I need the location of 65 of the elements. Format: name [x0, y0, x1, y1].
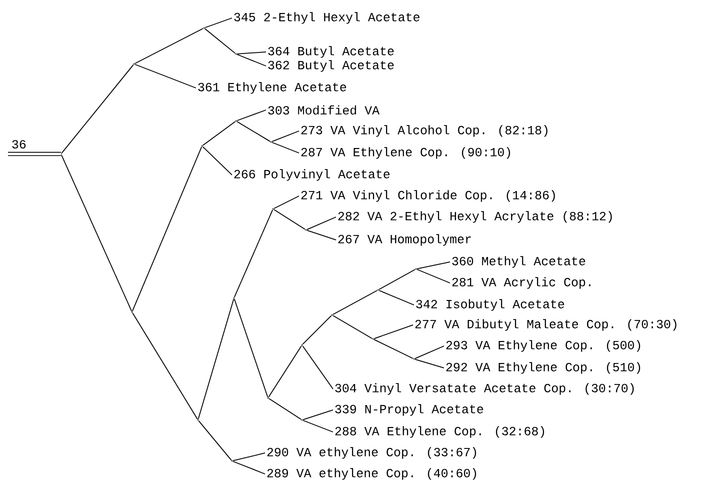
- branch-line: [232, 460, 266, 474]
- leaf-label: 304 Vinyl Versatate Acetate Cop. (30:70): [335, 383, 634, 395]
- leaf-label: 273 VA Vinyl Alcohol Cop. (82:18): [301, 125, 548, 137]
- leaf-label: 267 VA Homopolymer: [338, 234, 471, 246]
- leaf-label: 345 2-Ethyl Hexyl Acetate: [234, 12, 420, 24]
- branch-line: [302, 420, 334, 432]
- branch-line: [268, 345, 302, 398]
- branch-line: [416, 262, 450, 270]
- leaf-label: 361 Ethylene Acetate: [198, 82, 346, 94]
- branch-line: [414, 358, 444, 368]
- branch-line: [236, 54, 266, 66]
- branch-line: [204, 28, 236, 54]
- branch-line: [378, 290, 414, 306]
- branch-line: [268, 398, 302, 420]
- leaf-label: 360 Methyl Acetate: [452, 256, 586, 268]
- leaf-label: 290 VA ethylene Cop. (33:67): [267, 447, 476, 459]
- branch-line: [204, 18, 232, 28]
- branch-line: [232, 452, 266, 462]
- branch-line: [416, 268, 450, 284]
- branch-line: [374, 324, 414, 340]
- branch-line: [132, 312, 198, 420]
- branch-line: [234, 210, 274, 298]
- branch-line: [134, 64, 196, 88]
- branch-line: [302, 410, 334, 420]
- branch-line: [234, 298, 268, 398]
- branch-line: [302, 315, 332, 345]
- branch-line: [414, 346, 444, 360]
- leaf-label: 339 N-Propyl Acetate: [335, 404, 484, 416]
- branch-line: [306, 230, 336, 240]
- leaf-label: 292 VA Ethylene Cop. (510): [446, 362, 640, 374]
- leaf-label: 342 Isobutyl Acetate: [416, 299, 564, 311]
- leaf-label: 281 VA Acrylic Cop.: [452, 277, 590, 289]
- cluster-number: 36: [12, 140, 26, 149]
- branch-line: [236, 110, 266, 122]
- branch-line: [236, 121, 271, 142]
- branch-line: [272, 142, 300, 154]
- branch-line: [332, 315, 373, 339]
- leaf-label: 266 Polyvinyl Acetate: [234, 169, 390, 181]
- branch-line: [198, 298, 234, 420]
- branch-line: [202, 121, 236, 146]
- branch-line: [306, 216, 336, 230]
- leaf-label: 288 VA Ethylene Cop. (32:68): [335, 426, 544, 438]
- leaf-label: 364 Butyl Acetate: [268, 46, 394, 58]
- leaf-label: 277 VA Dibutyl Maleate Cop. (70:30): [415, 319, 676, 331]
- branch-line: [198, 420, 232, 461]
- branch-line: [61, 64, 134, 154]
- branch-line: [273, 209, 306, 230]
- branch-line: [132, 146, 202, 312]
- leaf-label: 303 Modified VA: [268, 105, 380, 115]
- leaf-label: 282 VA 2-Ethyl Hexyl Acrylate (88:12): [338, 211, 612, 223]
- leaf-label: 271 VA Vinyl Chloride Cop. (14:86): [301, 190, 555, 202]
- branch-line: [236, 52, 266, 54]
- branch-line: [134, 28, 204, 64]
- branch-line: [272, 130, 300, 142]
- leaf-label: 289 VA ethylene Cop. (40:60): [267, 468, 476, 480]
- branch-line: [302, 345, 334, 390]
- branch-line: [202, 146, 232, 176]
- leaf-label: 293 VA Ethylene Cop. (500): [446, 340, 640, 352]
- branch-line: [60, 154, 132, 312]
- leaf-label: 362 Butyl Acetate: [268, 60, 394, 72]
- branch-line: [274, 196, 300, 209]
- branch-line: [332, 290, 378, 315]
- leaf-label: 287 VA Ethylene Cop. (90:10): [301, 147, 510, 159]
- branch-line: [374, 339, 414, 359]
- branch-line: [378, 269, 416, 290]
